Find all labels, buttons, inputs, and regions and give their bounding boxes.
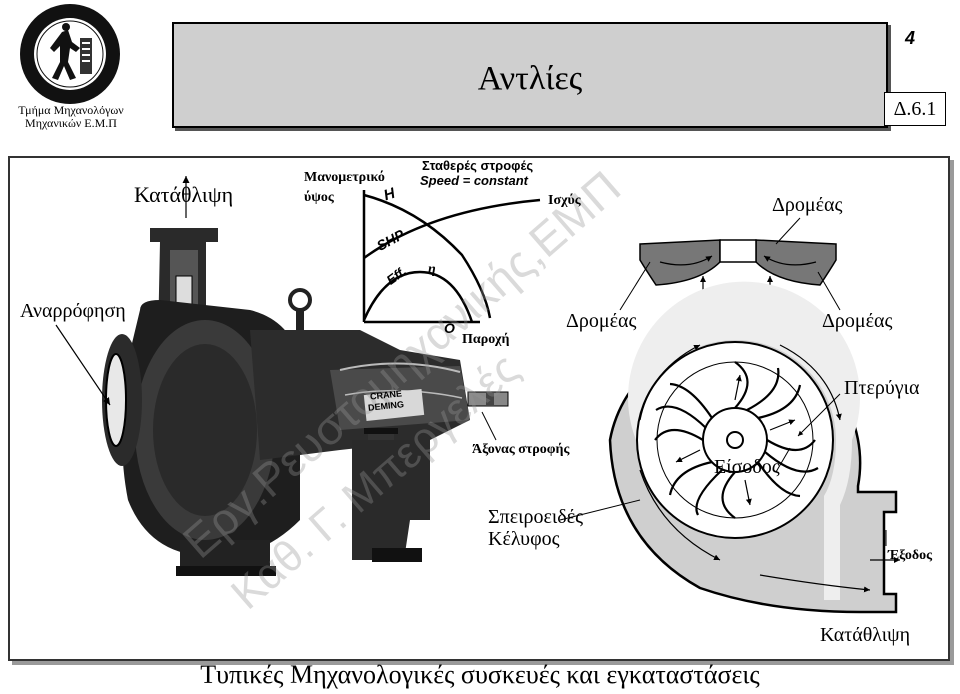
head-label-line1: Μανομετρικό bbox=[304, 170, 385, 185]
speed-constant-en-label: Speed = constant bbox=[420, 173, 528, 188]
outlet-label: Έξοδος bbox=[888, 548, 932, 563]
impeller-section-drawing bbox=[619, 217, 841, 311]
impeller-label-top: Δρομέας bbox=[772, 194, 843, 216]
suction-label: Αναρρόφηση bbox=[20, 300, 126, 322]
vanes-label: Πτερύγια bbox=[844, 377, 920, 399]
footer-caption: Τυπικές Μηχανολογικές συσκευές και εγκατ… bbox=[200, 660, 760, 689]
shaft-label: Άξονας στροφής bbox=[472, 442, 570, 457]
centrifugal-pump-drawing bbox=[102, 228, 509, 576]
volute-label-line2: Κέλυφος bbox=[488, 528, 560, 550]
inlet-label: Είσοδος bbox=[714, 456, 780, 478]
power-label: Ισχύς bbox=[548, 193, 581, 208]
section-code: Δ.6.1 bbox=[884, 92, 946, 126]
volute-casing-drawing bbox=[559, 281, 900, 614]
page-title: Αντλίες bbox=[477, 60, 583, 97]
department-line1: Τμήμα Μηχανολόγων bbox=[18, 103, 124, 117]
department-line2: Μηχανικών Ε.Μ.Π bbox=[25, 116, 117, 130]
origin-label: O bbox=[444, 320, 455, 336]
head-label-line2: ύψος bbox=[304, 190, 334, 205]
department-name: Τμήμα Μηχανολόγων Μηχανικών Ε.Μ.Π bbox=[10, 104, 132, 130]
discharge-label-top: Κατάθλιψη bbox=[134, 182, 234, 207]
curve-eta-label: η bbox=[428, 262, 436, 277]
performance-curves-chart bbox=[362, 190, 541, 324]
title-banner: Αντλίες bbox=[172, 22, 888, 128]
discharge-label-bottom: Κατάθλιψη bbox=[820, 624, 911, 646]
university-seal-logo bbox=[20, 4, 120, 104]
constant-speed-label: Σταθερές στροφές bbox=[422, 158, 534, 173]
volute-label-line1: Σπειροειδές bbox=[488, 506, 584, 528]
impeller-label-left: Δρομέας bbox=[566, 310, 637, 332]
page-number: 4 bbox=[905, 28, 916, 48]
impeller-label-right: Δρομέας bbox=[822, 310, 893, 332]
flow-label: Παροχή bbox=[462, 332, 510, 347]
